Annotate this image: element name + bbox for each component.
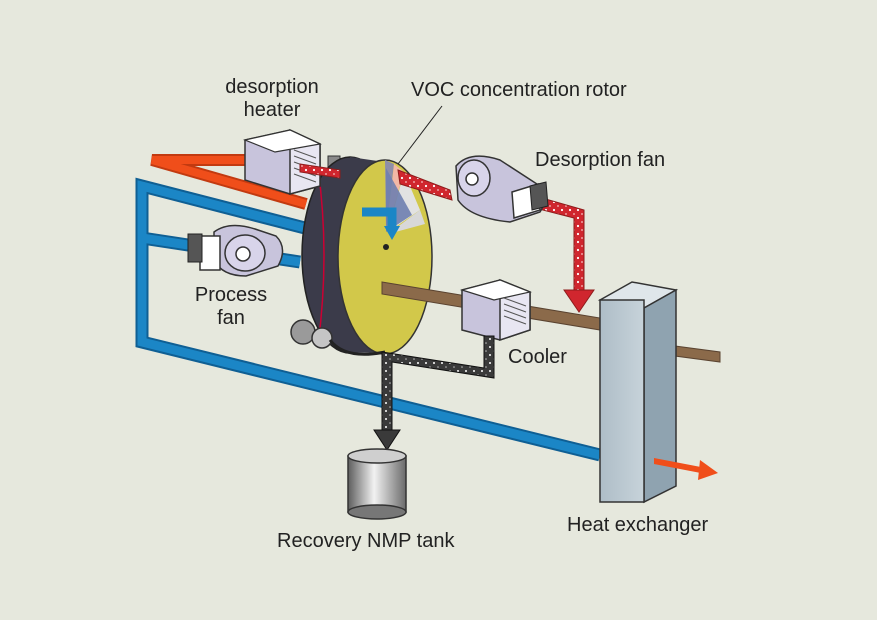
label-desorption-heater: desorption heater: [206, 76, 338, 122]
desorption-heater: [242, 128, 322, 195]
rotor-label-leader: [397, 105, 443, 165]
cooler: [459, 278, 533, 342]
process-air-through-rotor: [362, 207, 400, 240]
label-cooler: Cooler: [508, 346, 567, 368]
label-process-fan-line2: fan: [217, 307, 245, 329]
label-voc-rotor: VOC concentration rotor: [411, 79, 627, 101]
recovery-nmp-tank: [347, 448, 407, 520]
label-desorption-heater-line1: desorption: [225, 76, 319, 98]
recovered-vapor-duct: [373, 335, 495, 451]
label-desorption-heater-line2: heater: [243, 99, 301, 121]
desorption-fan: [455, 155, 549, 223]
heat-exchanger: [597, 281, 679, 504]
process-fan: [187, 224, 284, 277]
voc-concentration-rotor: [301, 155, 433, 355]
label-recovery-nmp-tank: Recovery NMP tank: [277, 530, 455, 552]
label-process-fan-line1: Process: [194, 284, 268, 306]
rotor-drive-motor: [290, 319, 386, 356]
exhaust-arrow: [654, 458, 718, 480]
label-desorption-fan: Desorption fan: [535, 149, 666, 171]
label-heat-exchanger: Heat exchanger: [567, 514, 709, 536]
label-process-fan: Process fan: [176, 284, 286, 330]
